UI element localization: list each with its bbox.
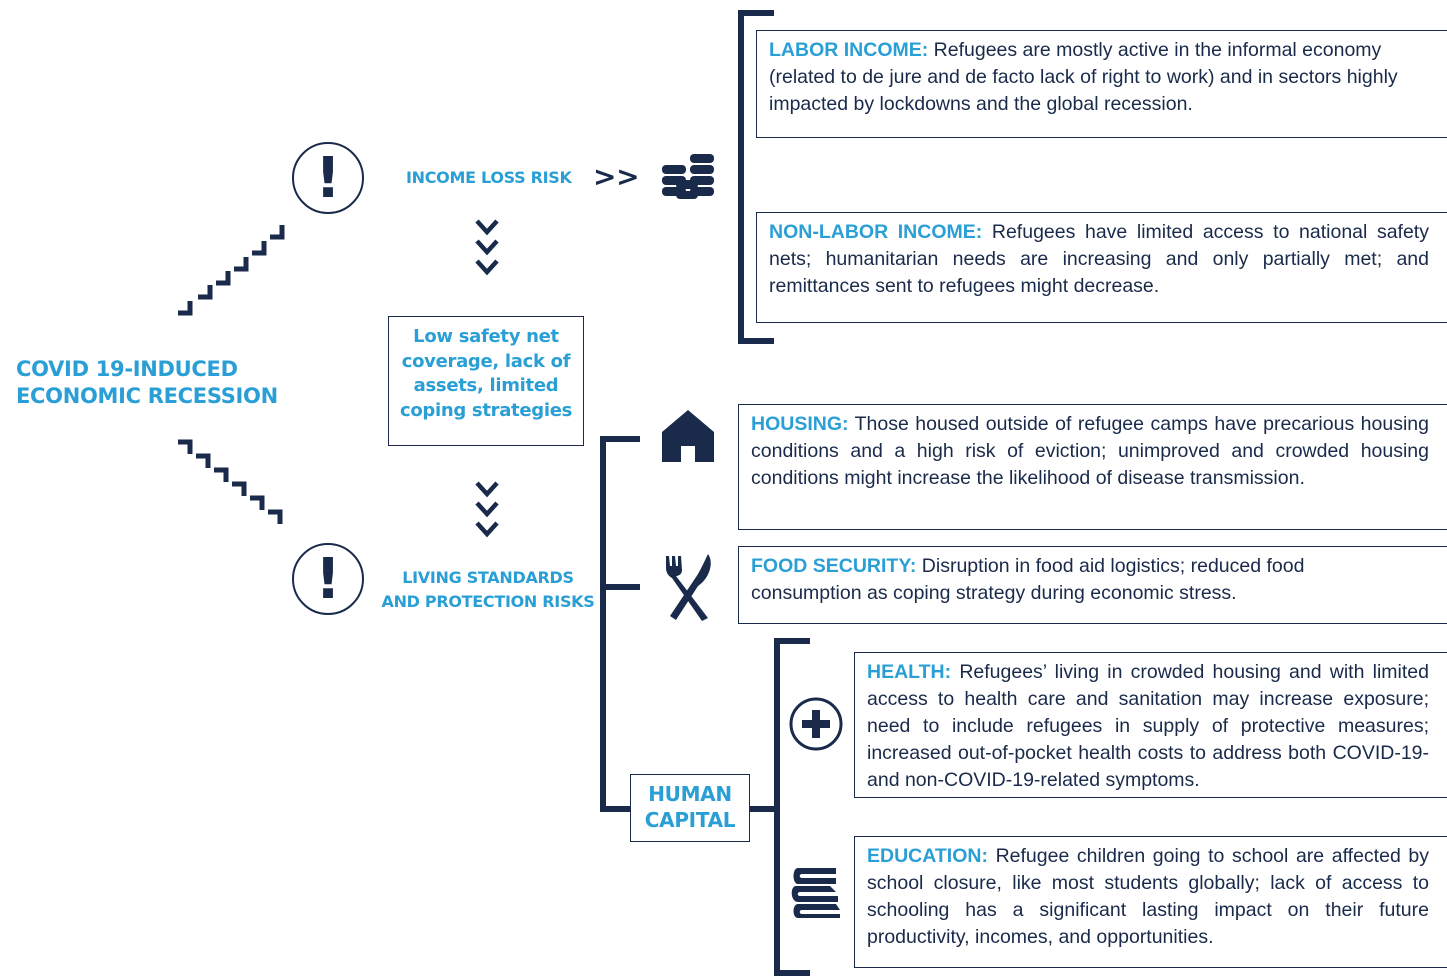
human-bracket-top: [774, 638, 810, 644]
down-chevrons-bottom-icon: [475, 481, 499, 538]
alert-icon-living: !: [292, 543, 364, 615]
health-box: HEALTH: Refugees’ living in crowded hous…: [854, 652, 1447, 798]
double-arrow: >>: [593, 160, 640, 193]
human-capital-connector: [750, 806, 776, 812]
house-icon: [662, 410, 714, 462]
living-bracket-bottom: [600, 806, 630, 812]
living-bracket-mid: [600, 584, 640, 590]
income-loss-label: INCOME LOSS RISK: [406, 168, 572, 187]
safety-net-box: Low safety net coverage, lack of assets,…: [388, 316, 584, 446]
food-security-box: FOOD SECURITY: Disruption in food aid lo…: [738, 546, 1447, 624]
human-bracket-bottom: [774, 970, 810, 976]
income-bracket-bottom: [738, 338, 774, 344]
education-box: EDUCATION: Refugee children going to sch…: [854, 836, 1447, 968]
living-bracket-vertical: [600, 436, 606, 812]
income-bracket-vertical: [738, 10, 744, 344]
recession-label: COVID 19-INDUCED ECONOMIC RECESSION: [16, 357, 278, 408]
living-bracket-top: [600, 436, 640, 442]
housing-box: HOUSING: Those housed outside of refugee…: [738, 404, 1447, 530]
living-standards-label: LIVING STANDARDS AND PROTECTION RISKS: [381, 568, 595, 611]
down-chevrons-top-icon: [475, 219, 499, 276]
books-icon: [791, 868, 840, 918]
income-bracket-top: [738, 10, 774, 16]
labor-income-box: LABOR INCOME: Refugees are mostly active…: [756, 30, 1447, 138]
fork-knife-icon: [666, 554, 711, 621]
coins-icon: [662, 154, 714, 199]
non-labor-income-box: NON-LABOR INCOME: Refugees have limited …: [756, 212, 1447, 323]
human-capital-box: HUMAN CAPITAL: [630, 774, 750, 842]
down-arrows-icon: [178, 439, 283, 524]
health-plus-icon: [789, 697, 843, 751]
human-bracket-vertical: [774, 638, 780, 976]
up-arrows-icon: [178, 225, 285, 316]
alert-icon-income: !: [292, 142, 364, 214]
